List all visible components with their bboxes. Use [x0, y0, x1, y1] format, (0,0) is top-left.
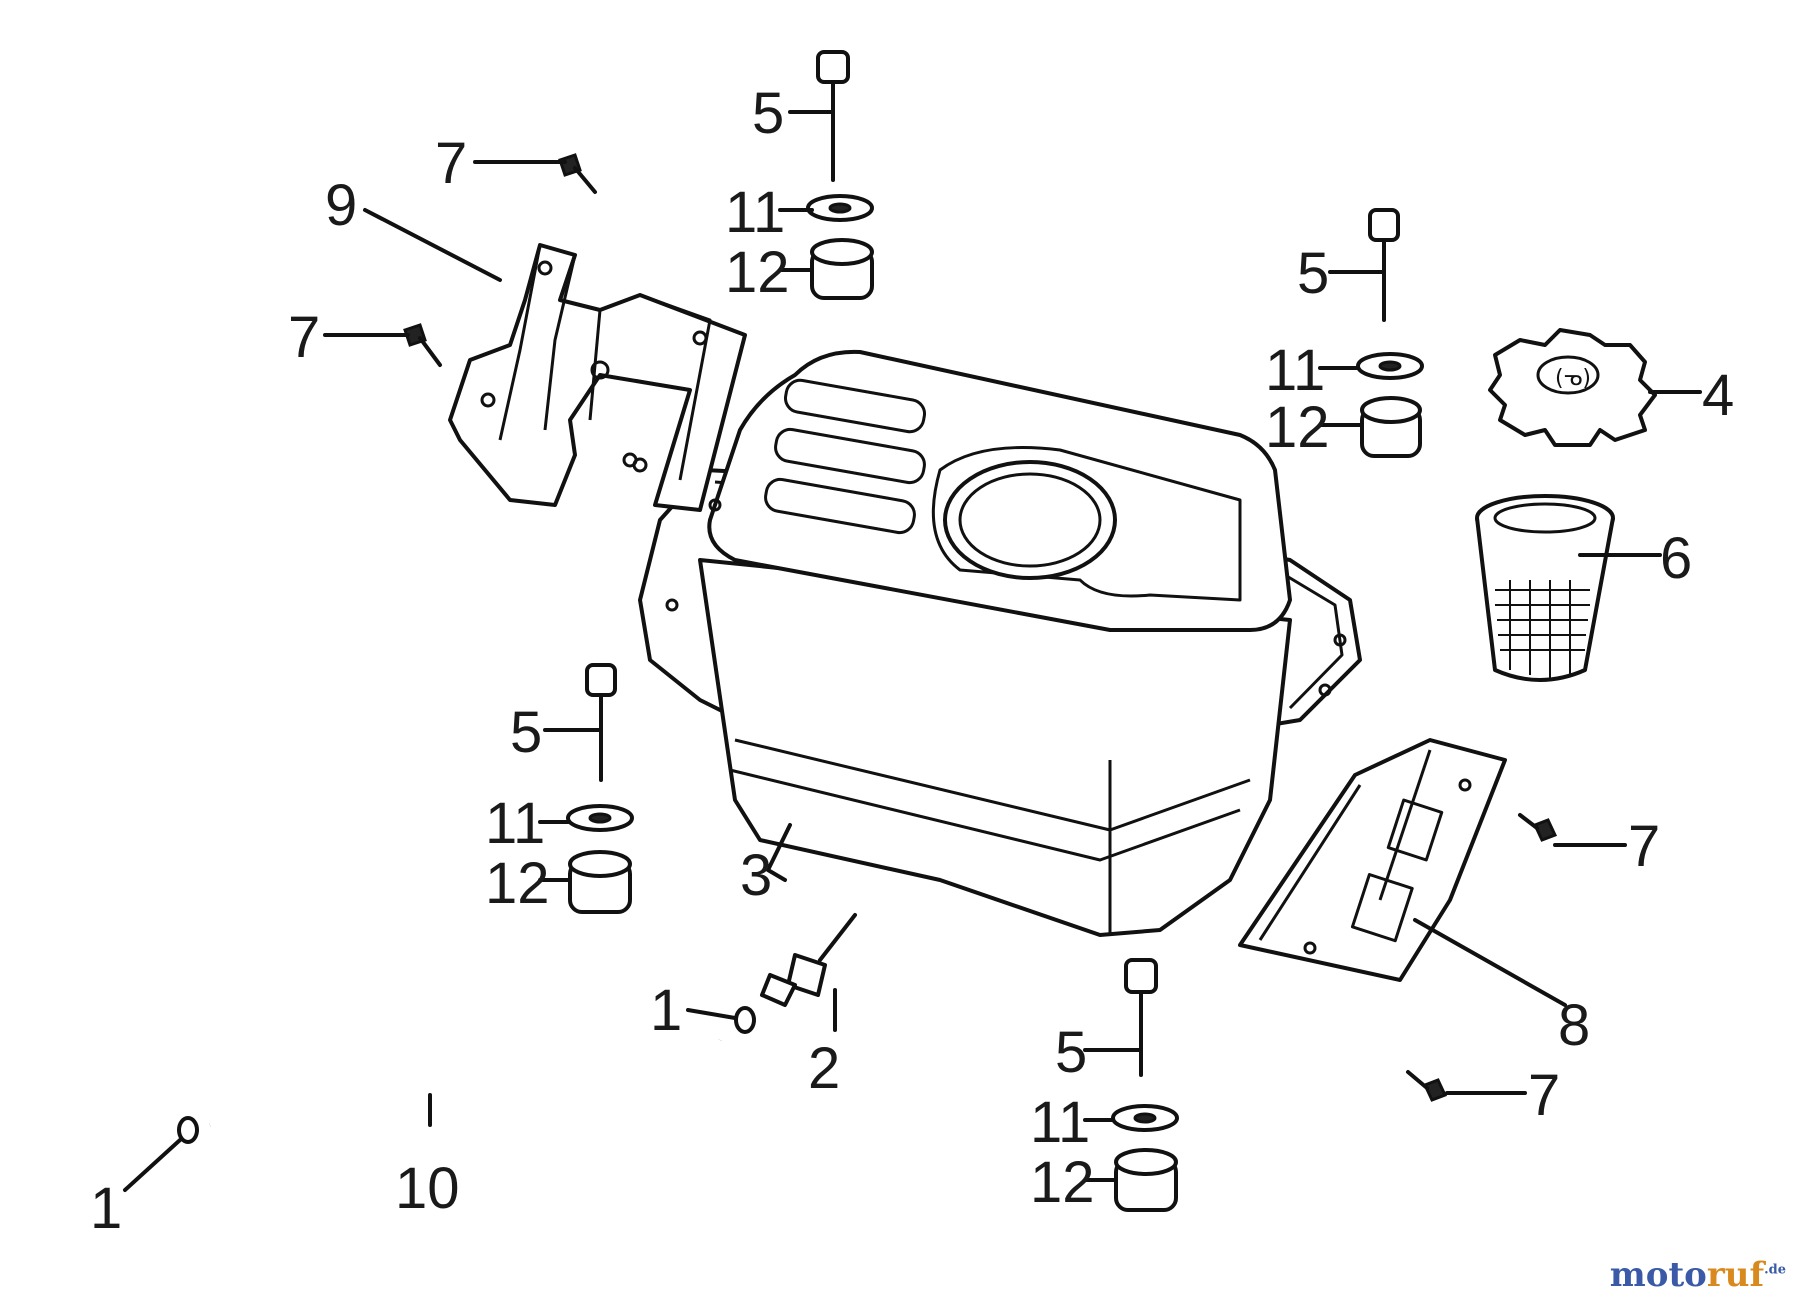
mount-set-left [566, 663, 634, 914]
tank-bracket-right [1238, 738, 1507, 982]
svg-text:(ᓀ): (ᓀ) [1555, 366, 1591, 391]
callout-1-clamp-bottom: 1 [90, 1176, 122, 1241]
leader-lines [123, 110, 1702, 1192]
tank-bracket-left [448, 243, 747, 512]
callout-11-top: 11 [725, 180, 785, 245]
callout-11-left: 11 [485, 791, 545, 856]
callout-12-left: 12 [485, 851, 550, 916]
mount-set-right [1356, 208, 1424, 458]
callout-labels: 1 1 2 3 4 5 5 5 5 6 7 7 7 7 8 9 10 11 11… [90, 81, 1734, 1241]
fuel-valve [760, 913, 857, 1007]
screw-7-bottom [1406, 1070, 1448, 1102]
watermark-tld: .de [1764, 1262, 1786, 1278]
fuel-tank [638, 349, 1362, 937]
watermark-logo: motoruf.de [1610, 1255, 1786, 1295]
callout-11-bottom: 11 [1030, 1090, 1090, 1155]
watermark-text-moto: moto [1609, 1255, 1707, 1295]
hose-clamp-bottom [177, 1116, 199, 1144]
callout-12-right: 12 [1265, 395, 1330, 460]
callout-12-top: 12 [725, 240, 790, 305]
fuel-cap: (ᓀ) [1488, 328, 1657, 447]
hose-clamp-top [734, 1006, 756, 1034]
callout-4-fuel-cap: 4 [1702, 363, 1734, 428]
callout-8-bracket-right: 8 [1558, 993, 1590, 1058]
callout-9-bracket-left: 9 [325, 173, 357, 238]
callout-5-top: 5 [752, 81, 784, 146]
callout-5-left: 5 [510, 700, 542, 765]
callout-6-strainer: 6 [1660, 526, 1692, 591]
mount-set-top [806, 50, 874, 300]
mount-set-bottom [1111, 958, 1179, 1212]
callout-7-bottom: 7 [1528, 1063, 1560, 1128]
callout-7-left: 7 [288, 305, 320, 370]
screw-7-right [1518, 813, 1558, 842]
callout-11-right: 11 [1265, 338, 1325, 403]
fuel-strainer [1475, 494, 1615, 682]
callout-10-fuel-hose: 10 [395, 1156, 460, 1221]
callout-5-bottom: 5 [1055, 1020, 1087, 1085]
fuel-hose [208, 1038, 726, 1131]
callout-3-fuel-tank: 3 [740, 843, 772, 908]
screw-7-left [403, 323, 442, 367]
callout-1-clamp-top: 1 [650, 978, 682, 1043]
callout-7-top: 7 [435, 131, 467, 196]
callout-5-right: 5 [1297, 241, 1329, 306]
callout-12-bottom: 12 [1030, 1150, 1095, 1215]
callout-7-right: 7 [1628, 814, 1660, 879]
callout-2-fuel-valve: 2 [808, 1036, 840, 1101]
watermark-text-ruf: ruf [1706, 1255, 1765, 1295]
